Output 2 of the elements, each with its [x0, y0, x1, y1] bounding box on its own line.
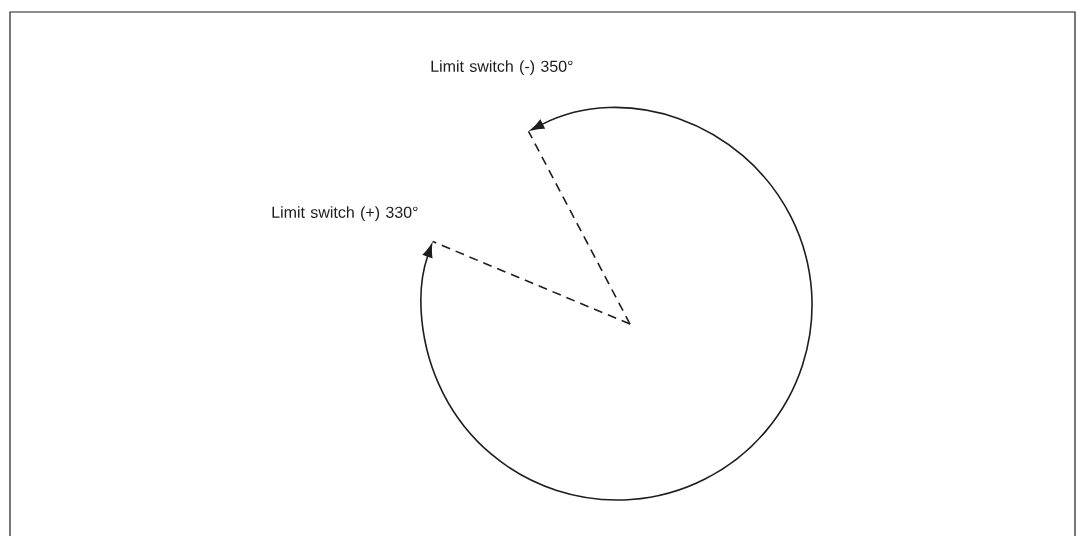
- limit-label: Limit switch (+) 330°: [272, 206, 418, 222]
- limit-label: Limit switch (-) 350°: [431, 60, 573, 76]
